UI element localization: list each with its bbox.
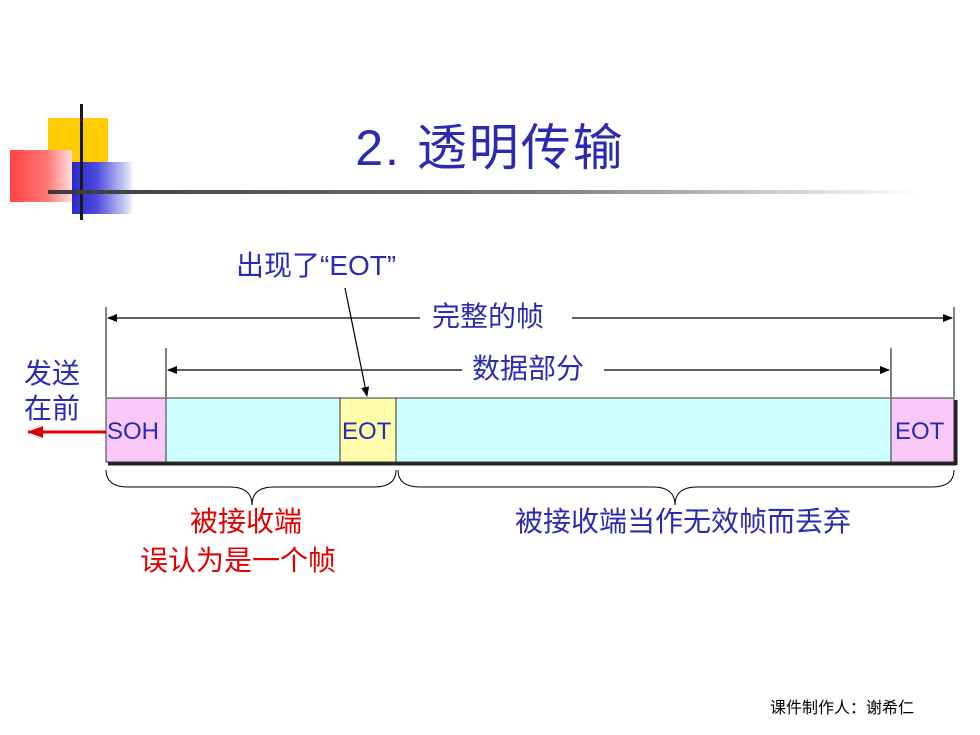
segment-soh xyxy=(105,397,167,463)
full-frame-label: 完整的帧 xyxy=(426,301,551,334)
left-brace-label-line1: 被接收端 xyxy=(190,506,303,537)
data-part-label: 数据部分 xyxy=(466,353,591,386)
title-underline xyxy=(48,190,918,194)
slide-title: 2. 透明传输 xyxy=(355,120,625,176)
send-first-line2: 在前 xyxy=(24,393,81,424)
segment-eot-end xyxy=(890,397,955,463)
decor-vertical-line xyxy=(80,104,83,220)
left-brace-label-line2: 误认为是一个帧 xyxy=(140,545,337,576)
segment-eot-end-label: EOT xyxy=(895,418,945,445)
right-brace xyxy=(397,469,955,506)
segment-eot-middle xyxy=(339,397,397,463)
send-first-line1: 发送 xyxy=(24,358,81,389)
eot-annotation-label: 出现了“EOT” xyxy=(236,250,397,281)
footer-author: 课件制作人：谢希仁 xyxy=(769,698,914,717)
right-brace-label: 被接收端当作无效帧而丢弃 xyxy=(515,506,852,537)
segment-data-1 xyxy=(165,397,341,463)
segment-soh-label: SOH xyxy=(107,418,160,445)
eot-pointer-line xyxy=(344,287,370,397)
segment-data-2 xyxy=(395,397,892,463)
segment-eot-middle-label: EOT xyxy=(342,418,392,445)
left-brace xyxy=(105,469,397,506)
